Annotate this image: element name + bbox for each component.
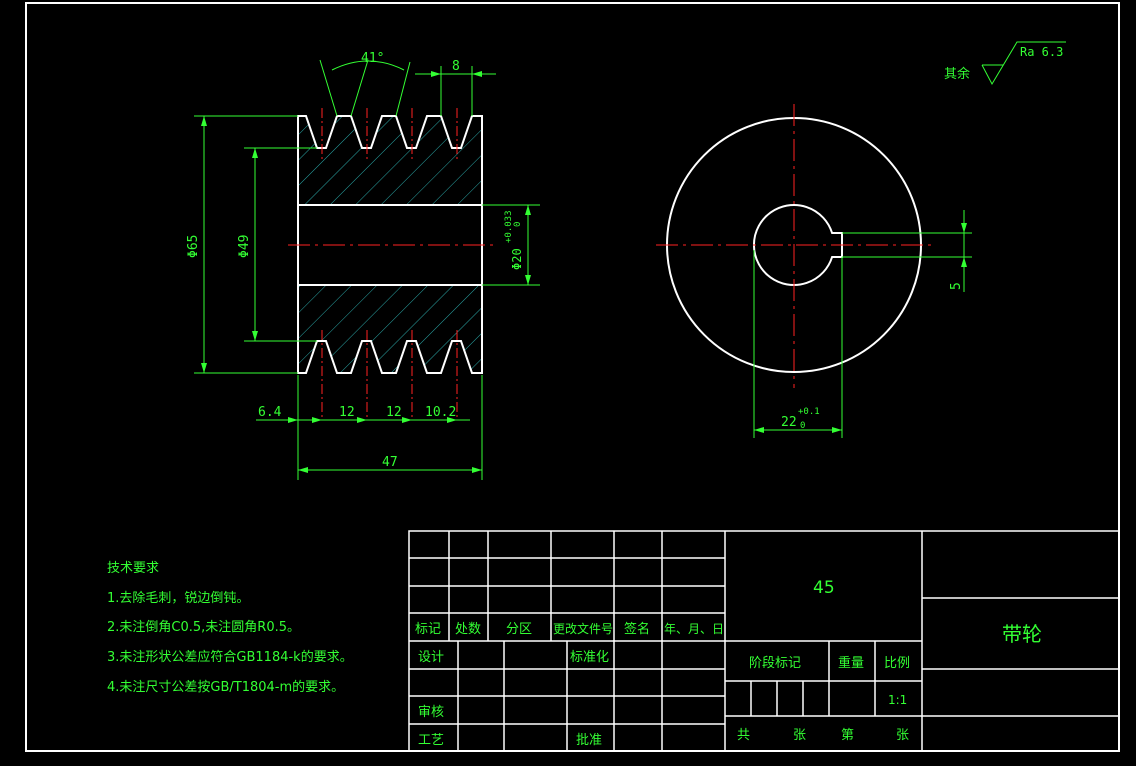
dim-keyway-width: 5: [949, 282, 964, 290]
tech-item-2: 2.未注倒角C0.5,未注圆角R0.5。: [107, 620, 300, 635]
tech-item-1: 1.去除毛刺，锐边倒钝。: [107, 591, 250, 606]
bottom-hatch: [298, 285, 482, 373]
dim-pitch-2: 12: [386, 405, 402, 420]
rev-header-count: 处数: [455, 622, 481, 637]
dim-edge-offset: 6.4: [258, 405, 282, 420]
section-arrowheads: [201, 71, 531, 473]
title-block: [408, 530, 1120, 752]
dim-groove-width: 8: [452, 59, 460, 74]
dim-root-dia: Φ49: [237, 235, 252, 258]
label-sheet-no: 第: [841, 728, 854, 743]
label-process: 工艺: [418, 733, 444, 748]
surface-finish-value: Ra 6.3: [1020, 45, 1063, 59]
label-sheets-unit-2: 张: [896, 728, 909, 743]
dim-total-width: 47: [382, 455, 398, 470]
label-weight: 重量: [838, 655, 864, 671]
part-name: 带轮: [1002, 622, 1042, 646]
drawing-border: [25, 2, 1120, 752]
rev-header-sign: 签名: [624, 621, 650, 637]
groove-centerlines: [321, 108, 458, 420]
material-value: 45: [813, 578, 835, 598]
rev-header-zone: 分区: [506, 622, 532, 637]
surface-finish-prefix: 其余: [944, 66, 970, 82]
label-sheets-unit-1: 张: [793, 728, 806, 743]
label-approve: 批准: [576, 733, 602, 748]
label-standardization: 标准化: [570, 650, 609, 665]
scale-value: 1:1: [888, 693, 907, 707]
dim-keyway-tol: +0.1: [798, 407, 820, 417]
rev-header-date: 年、月、日: [664, 622, 724, 636]
dim-bore-tol-lower: 0: [513, 222, 523, 227]
label-stage-mark: 阶段标记: [749, 656, 801, 671]
section-view: 41° 8 Φ65 Φ49 Φ20 +0.033 0 6.4 12 12 10.…: [186, 51, 540, 480]
dim-bore-dia: Φ20: [510, 248, 524, 270]
dim-groove-angle: 41°: [361, 51, 384, 66]
tech-item-4: 4.未注尺寸公差按GB/T1804-m的要求。: [107, 680, 345, 695]
dim-outer-dia: Φ65: [186, 235, 201, 258]
surface-finish-symbol: 其余 Ra 6.3: [944, 41, 1066, 86]
label-design: 设计: [418, 650, 444, 665]
rev-header-mark: 标记: [415, 622, 441, 637]
dim-last-offset: 10.2: [425, 405, 456, 420]
dim-pitch-1: 12: [339, 405, 355, 420]
dim-bore-tol-upper: +0.033: [504, 210, 514, 243]
dim-keyway-depth: 22: [781, 415, 797, 430]
end-arrowheads: [754, 223, 967, 433]
label-sheets-total: 共: [737, 728, 750, 743]
section-dimension-lines: [194, 59, 540, 480]
rev-header-doc: 更改文件号: [553, 621, 613, 636]
bottom-groove-profile: [297, 284, 483, 374]
end-view: 22 +0.1 0 5: [656, 104, 972, 438]
end-dimension-lines: [753, 210, 972, 438]
label-scale: 比例: [884, 656, 910, 671]
tech-title: 技术要求: [107, 561, 160, 576]
tech-item-3: 3.未注形状公差应符合GB1184-k的要求。: [107, 650, 353, 665]
dim-keyway-tol-lower: 0: [800, 421, 805, 431]
title-block-text: 标记 处数 分区 更改文件号 签名 年、月、日 设计 标准化 审核 工艺 批准 …: [415, 578, 1042, 748]
bore-with-keyway: [752, 204, 843, 286]
label-review: 审核: [418, 705, 444, 720]
top-hatch: [298, 116, 482, 205]
